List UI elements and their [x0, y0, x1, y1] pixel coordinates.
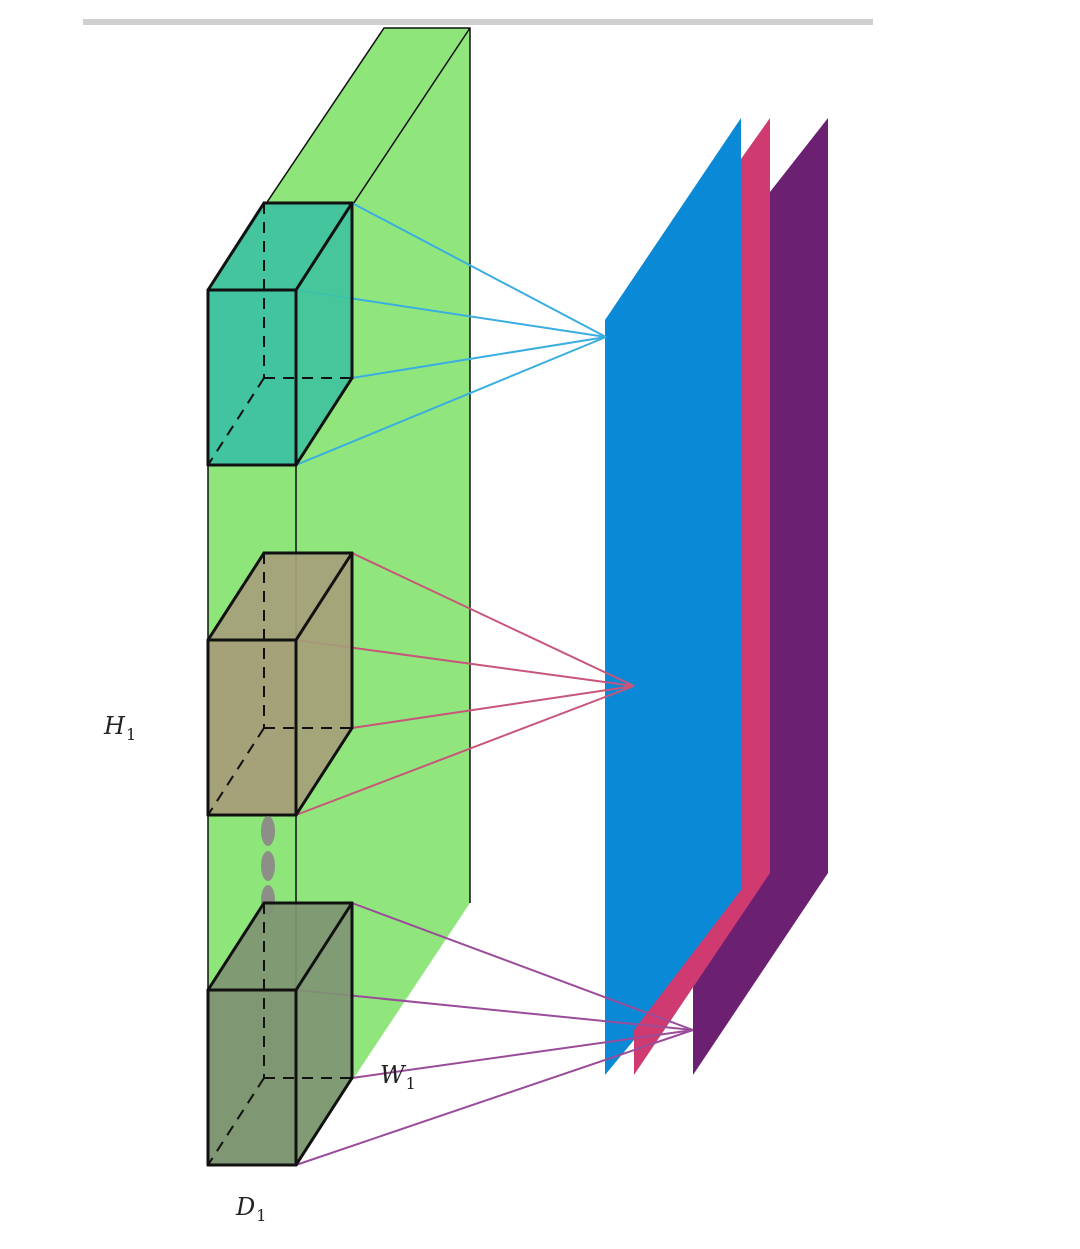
cube-edge: [294, 726, 354, 817]
cube-edge: [294, 901, 354, 992]
height-label: H1: [104, 712, 137, 744]
width-label: W1: [380, 1061, 416, 1093]
input-volume-edge: [207, 27, 471, 903]
ellipsis-dot: [261, 816, 275, 846]
cube-edge: [206, 901, 266, 992]
depth-label: D1: [236, 1193, 267, 1225]
receptive-field-cube-top: [206, 201, 354, 467]
receptive-field-cube-bottom: [206, 901, 354, 1167]
ellipsis-dot: [261, 851, 275, 881]
ellipsis-dots: [261, 816, 275, 915]
top-divider: [83, 19, 873, 25]
cube-front-face: [208, 640, 296, 815]
filter-sheet-blue: [605, 118, 741, 1075]
connection-line: [295, 989, 694, 1031]
cube-edge: [294, 201, 354, 292]
cube-front-face: [208, 990, 296, 1165]
connection-line: [351, 202, 607, 338]
connection-line: [351, 1029, 694, 1079]
connection-line: [295, 336, 607, 466]
cube-edge: [206, 201, 266, 292]
cube-edge: [294, 376, 354, 467]
connection-line: [295, 1029, 694, 1166]
receptive-field-cube-middle: [206, 551, 354, 817]
cube-hidden-edge: [207, 1077, 265, 1166]
cube-hidden-edge: [207, 377, 265, 466]
connection-line: [351, 336, 607, 379]
cube-front-face: [208, 290, 296, 465]
cube-edge: [294, 551, 354, 642]
cube-top-face: [208, 203, 352, 290]
receptive-field-lines-middle: [295, 552, 635, 816]
cube-top-face: [208, 553, 352, 640]
connection-line: [295, 685, 635, 816]
cube-edge: [206, 551, 266, 642]
connection-line: [351, 552, 635, 687]
connection-line: [351, 902, 694, 1031]
cube-hidden-edge: [207, 727, 265, 816]
cube-edge: [294, 1076, 354, 1167]
cube-top-face: [208, 903, 352, 990]
connection-line: [351, 685, 635, 729]
receptive-field-lines-bottom: [295, 902, 694, 1166]
